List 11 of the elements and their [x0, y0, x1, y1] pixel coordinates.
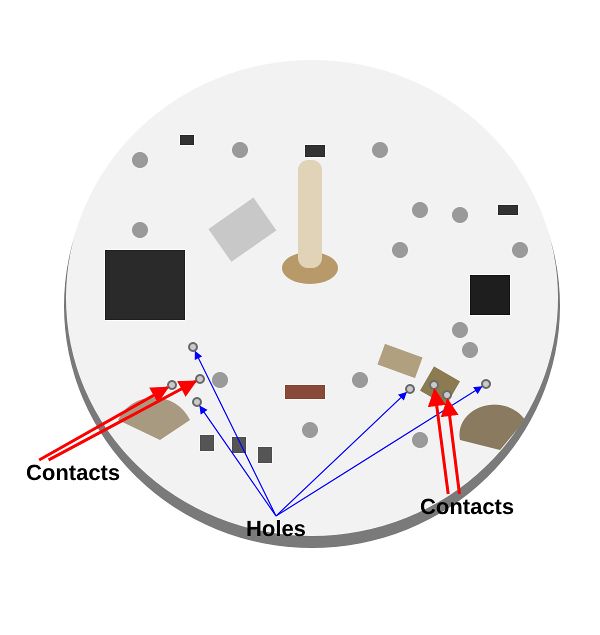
- callout-label: Contacts: [420, 494, 514, 520]
- leader-line: [38, 386, 170, 462]
- leader-line: [276, 392, 407, 516]
- callout-label: Holes: [246, 516, 306, 542]
- leader-line: [428, 388, 450, 494]
- leader-line: [48, 380, 198, 462]
- leader-line: [440, 398, 461, 494]
- callout-label: Contacts: [26, 460, 120, 486]
- leader-line: [276, 386, 482, 516]
- leader-line: [194, 350, 277, 516]
- leader-line: [199, 405, 276, 516]
